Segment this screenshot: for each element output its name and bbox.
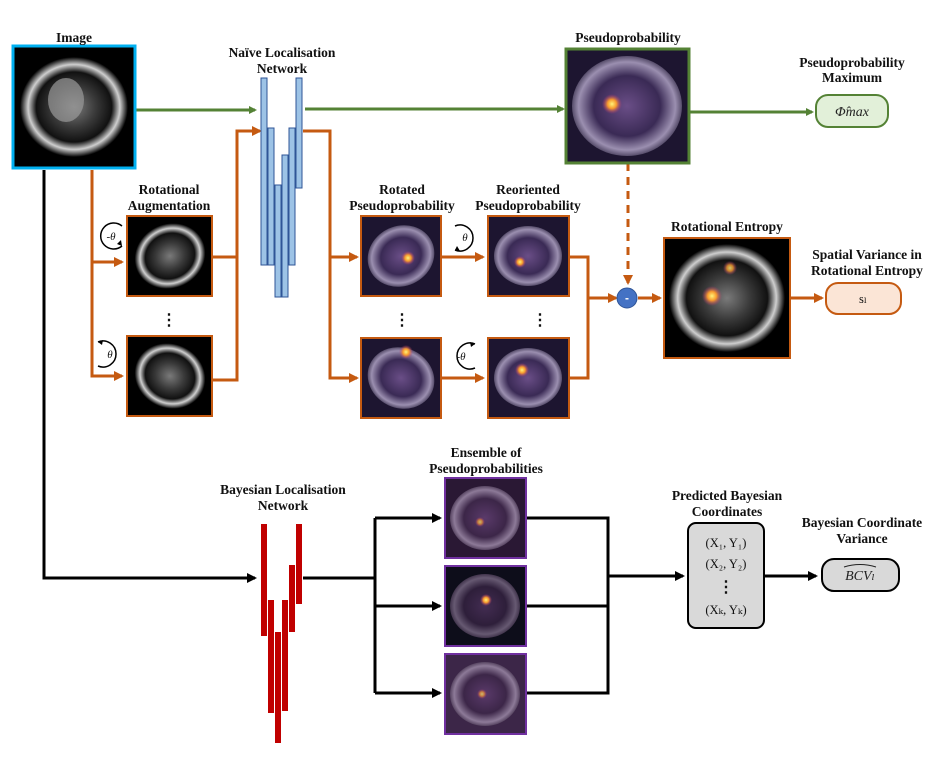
ensemble-pp-1: [444, 477, 527, 559]
bcv-output-pill: BCVₗ: [821, 558, 900, 592]
spatial-variance-output-pill: sₗ: [825, 282, 902, 315]
ellipsis-aug: ⋮: [161, 312, 177, 329]
label-ensemble-1: Ensemble of: [451, 445, 522, 460]
label-rot-entropy: Rotational Entropy: [671, 219, 783, 234]
naive-localisation-network: [260, 77, 303, 298]
label-naive-network-1: Naïve Localisation: [229, 45, 336, 60]
rotate-neg-theta-icon-2: -θ: [456, 342, 476, 370]
ellipsis-coords: ⋮: [718, 579, 734, 596]
black-flow: [42, 170, 818, 698]
label-spatial-var-2: Rotational Entropy: [811, 263, 923, 278]
predicted-coordinates-box: (X₁, Y₁) (X₂, Y₂) ⋮ (Xₖ, Yₖ): [687, 522, 765, 629]
label-pp-max-2: Maximum: [822, 70, 883, 85]
phi-max-symbol: Φ̂max: [835, 105, 870, 120]
coord-2: (X₂, Y₂): [706, 557, 747, 571]
label-bayes-network-1: Bayesian Localisation: [220, 482, 346, 497]
label-pp-max-1: Pseudoprobability: [799, 55, 905, 70]
label-naive-network-2: Network: [257, 61, 308, 76]
bayesian-localisation-network: [261, 524, 302, 743]
coord-1: (X₁, Y₁): [706, 536, 747, 550]
bcv-symbol: BCVₗ: [845, 569, 875, 584]
label-rot-aug-1: Rotational: [139, 182, 200, 197]
rotate-theta-icon-2: θ: [454, 224, 474, 252]
rotate-neg-theta-icon: -θ: [99, 222, 123, 250]
difference-node: -: [616, 287, 638, 309]
svg-text:-θ: -θ: [106, 231, 116, 243]
reoriented-pp-1: [487, 215, 570, 297]
rotational-entropy-map: [663, 237, 791, 359]
label-spatial-var-1: Spatial Variance in: [812, 247, 922, 262]
label-reoriented-pp-2: Pseudoprobability: [475, 198, 581, 213]
input-mri-image: [11, 44, 137, 170]
ellipsis-rotated: ⋮: [394, 312, 410, 329]
pseudoprobability-map: [564, 47, 691, 165]
label-rot-aug-2: Augmentation: [128, 198, 211, 213]
ensemble-pp-2: [444, 565, 527, 647]
label-pseudoprobability: Pseudoprobability: [575, 30, 681, 45]
augmented-image-1: [126, 215, 213, 297]
label-image: Image: [56, 30, 92, 45]
ellipsis-reoriented: ⋮: [532, 312, 548, 329]
label-bcv-1: Bayesian Coordinate: [802, 515, 922, 530]
label-pred-coords-2: Coordinates: [692, 504, 763, 519]
svg-text:θ: θ: [107, 349, 113, 361]
coord-k: (Xₖ, Yₖ): [705, 603, 746, 617]
label-reoriented-pp-1: Reoriented: [496, 182, 560, 197]
rotate-theta-icon: θ: [97, 340, 117, 368]
label-rotated-pp-2: Pseudoprobability: [349, 198, 455, 213]
label-bayes-network-2: Network: [258, 498, 309, 513]
green-flow: [135, 105, 814, 116]
label-ensemble-2: Pseudoprobabilities: [429, 461, 543, 476]
svg-text:-θ: -θ: [456, 351, 466, 363]
svg-text:-: -: [625, 291, 629, 305]
augmented-image-2: [126, 335, 213, 417]
orange-flow: [90, 126, 824, 383]
pp-max-output-pill: Φ̂max: [815, 94, 889, 128]
label-bcv-2: Variance: [836, 531, 887, 546]
rotated-pp-2: [360, 337, 442, 419]
svg-text:θ: θ: [462, 232, 468, 244]
s-l-symbol: sₗ: [859, 292, 867, 306]
ensemble-pp-3: [444, 653, 527, 735]
label-pred-coords-1: Predicted Bayesian: [672, 488, 783, 503]
rotated-pp-1: [360, 215, 442, 297]
reoriented-pp-2: [487, 337, 570, 419]
label-rotated-pp-1: Rotated: [379, 182, 425, 197]
